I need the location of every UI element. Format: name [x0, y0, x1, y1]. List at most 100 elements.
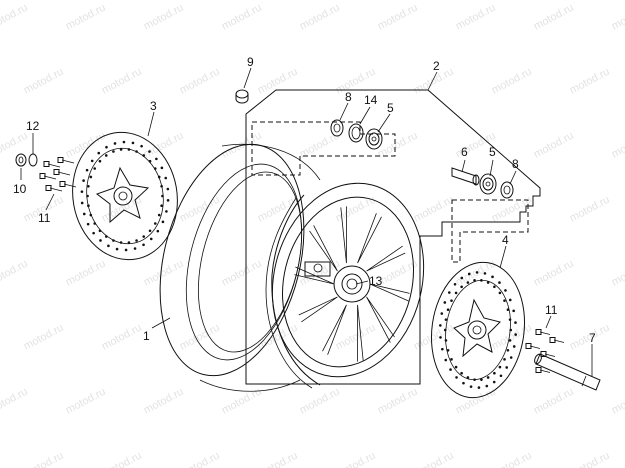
- watermark-text: motod.ru: [376, 386, 420, 417]
- rim-spoke: [369, 283, 410, 302]
- watermark-text: motod.ru: [178, 66, 222, 97]
- disc-hole: [514, 321, 517, 324]
- disc-hole: [462, 381, 465, 385]
- disc-hole: [92, 231, 95, 235]
- callout-8a: 8: [345, 90, 352, 104]
- disc-hole: [454, 365, 458, 369]
- bolt: [553, 339, 565, 343]
- bolt-head: [535, 367, 542, 373]
- bolt-head: [59, 181, 66, 187]
- bolt: [539, 369, 551, 373]
- rim-spokes: [294, 206, 410, 362]
- watermark-text: motod.ru: [532, 386, 576, 417]
- watermark-text: motod.ru: [22, 66, 66, 97]
- disc-hole: [112, 239, 115, 242]
- disc-hole: [446, 349, 450, 352]
- part-bolts-11-left: [39, 157, 77, 192]
- rim-spoke: [357, 213, 382, 264]
- watermark-text: motod.ru: [64, 2, 108, 33]
- callout-4: 4: [502, 233, 509, 247]
- disc-holes-right: [439, 271, 517, 389]
- watermark-text: motod.ru: [334, 194, 378, 225]
- disc-hole: [161, 220, 165, 224]
- callout-14: 14: [364, 93, 378, 107]
- part-spacer-6: [451, 167, 480, 186]
- disc-hole: [104, 154, 108, 157]
- callout-12: 12: [26, 119, 40, 133]
- disc-hole: [149, 237, 153, 241]
- disc-hole: [131, 141, 135, 145]
- disc-hole: [450, 358, 453, 361]
- disc-hole: [491, 275, 494, 279]
- disc-hole: [439, 324, 442, 327]
- disc-hole: [142, 243, 145, 247]
- axle: [534, 353, 601, 391]
- bolt: [529, 345, 541, 349]
- watermark-text: motod.ru: [178, 322, 222, 353]
- disc-hole: [166, 187, 170, 191]
- callout-11a: 11: [38, 211, 51, 225]
- bolt-head: [39, 173, 46, 179]
- watermark-text: motod.ru: [298, 2, 342, 33]
- bolt: [544, 353, 556, 357]
- watermark-text: motod.ru: [532, 2, 576, 33]
- callout-7: 7: [589, 331, 596, 345]
- bolt: [43, 175, 57, 180]
- part-cap-9: [235, 89, 249, 104]
- rim-spoke: [322, 304, 347, 355]
- brake-disc-left: [72, 131, 178, 261]
- bolt-head: [525, 343, 532, 349]
- disc-hole: [160, 166, 164, 170]
- part-seal-8-lower: [500, 181, 514, 199]
- disc-hole: [506, 349, 510, 352]
- watermark-text: motod.ru: [220, 258, 264, 289]
- disc-hole: [107, 244, 110, 248]
- watermark-text: motod.ru: [454, 258, 498, 289]
- disc-hole: [93, 222, 97, 225]
- bolt-head: [53, 169, 60, 175]
- disc-hole: [87, 204, 90, 208]
- disc-hole: [509, 328, 513, 332]
- disc-hole: [135, 239, 138, 242]
- disc-hole: [514, 333, 517, 336]
- watermark-text: motod.ru: [334, 450, 378, 468]
- part-spacer-14: [348, 123, 364, 143]
- disc-hole: [165, 210, 168, 213]
- bolt: [49, 187, 63, 192]
- disc-hole: [443, 328, 447, 332]
- callout-9: 9: [247, 55, 254, 69]
- bolt-head: [43, 161, 50, 167]
- disc-hole: [85, 168, 89, 172]
- leader-lines: [20, 67, 593, 376]
- bolt-head: [45, 185, 52, 191]
- disc-hole: [127, 241, 131, 244]
- disc-hole: [86, 194, 89, 198]
- disc-hole: [486, 376, 490, 379]
- watermark-text: motod.ru: [412, 322, 456, 353]
- disc-hole: [503, 299, 506, 302]
- disc-hole: [98, 159, 102, 163]
- disc-hole: [503, 358, 506, 361]
- disc-hole: [508, 339, 512, 342]
- disc-hole: [450, 299, 453, 302]
- disc-hole: [508, 318, 512, 321]
- watermark-text: motod.ru: [454, 386, 498, 417]
- watermark-text: motod.ru: [178, 194, 222, 225]
- rim-spoke: [309, 225, 338, 272]
- disc-hole: [113, 142, 117, 145]
- disc-hole: [443, 301, 447, 304]
- watermark-text: motod.ru: [220, 2, 264, 33]
- disc-hole: [86, 222, 90, 226]
- disc-hole: [512, 345, 516, 348]
- disc-hole: [119, 241, 123, 244]
- disc-hole: [508, 298, 512, 302]
- disc-hole: [89, 175, 93, 179]
- disc-hole: [142, 235, 146, 238]
- brake-disc-right: [430, 261, 526, 399]
- disc-hole: [505, 366, 509, 369]
- disc-hole: [440, 312, 444, 315]
- bolt: [539, 331, 551, 335]
- watermark-text: motod.ru: [100, 66, 144, 97]
